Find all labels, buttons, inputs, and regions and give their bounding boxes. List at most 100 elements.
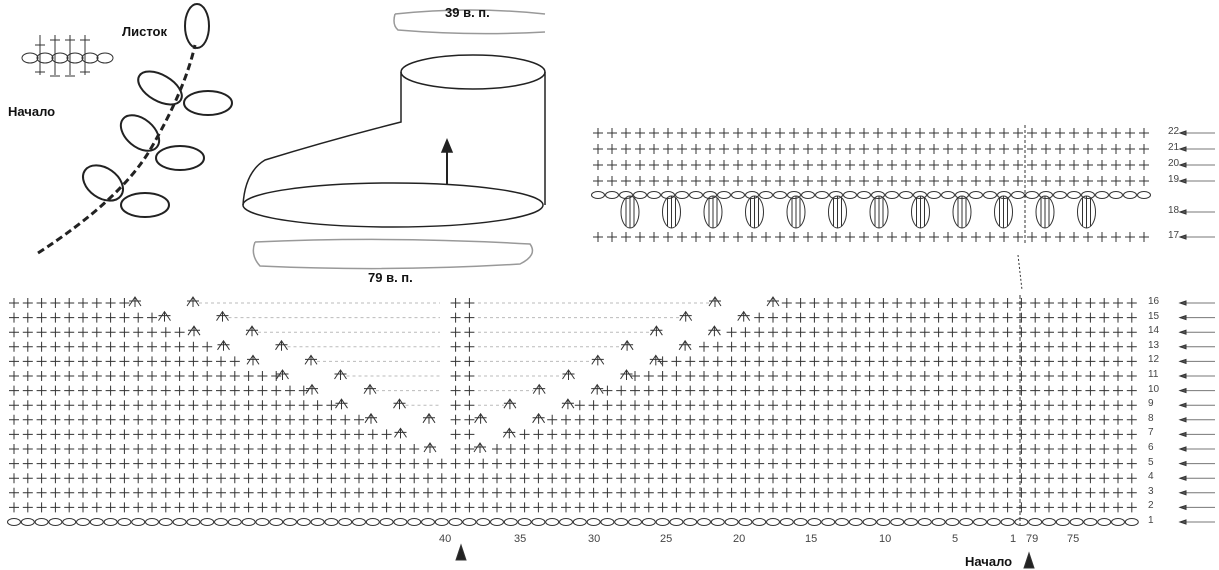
stitch-symbol <box>257 502 268 513</box>
stitch-symbol <box>216 487 226 498</box>
stitch-symbol <box>1099 356 1110 367</box>
stitch-symbol <box>873 160 883 170</box>
stitch-symbol <box>257 473 268 484</box>
stitch-symbol <box>837 429 847 440</box>
column-number: 15 <box>805 533 818 545</box>
stitch-symbol <box>36 458 47 469</box>
stitch-symbol <box>657 371 668 381</box>
stitch-symbol <box>50 385 61 396</box>
stitch-symbol <box>809 429 820 440</box>
stitch-symbol <box>663 128 673 138</box>
stitch-symbol <box>1126 400 1137 411</box>
stitch-symbol <box>202 414 213 425</box>
stitch-symbol <box>657 414 668 425</box>
column-number: 75 <box>1067 533 1080 545</box>
stitch-symbol <box>789 232 799 242</box>
stitch-symbol <box>781 341 792 352</box>
stitch-symbol <box>885 191 899 199</box>
stitch-symbol <box>188 341 199 352</box>
stitch-symbol <box>91 400 102 411</box>
stitch-symbol <box>768 429 778 440</box>
stitch-symbol <box>988 414 999 425</box>
stitch-symbol <box>365 518 380 526</box>
stitch-symbol <box>187 325 201 337</box>
stitch-symbol <box>105 312 116 323</box>
stitch-symbol <box>1085 356 1096 367</box>
stitch-symbol <box>708 296 722 307</box>
stitch-symbol <box>850 444 861 454</box>
stitch-symbol <box>133 444 144 454</box>
stitch-symbol <box>1111 518 1125 526</box>
stitch-symbol <box>791 196 801 228</box>
stitch-symbol <box>643 371 654 381</box>
stitch-symbol <box>91 502 102 513</box>
stitch-symbol <box>241 518 256 526</box>
stitch-symbol <box>890 518 905 526</box>
stitch-symbol <box>733 232 743 242</box>
stitch-symbol <box>1002 502 1013 513</box>
stitch-symbol <box>1113 473 1123 484</box>
stitch-symbol <box>1030 341 1041 352</box>
stitch-symbol <box>147 371 157 381</box>
column-number: 5 <box>952 533 959 545</box>
stitch-symbol <box>901 128 911 138</box>
stitch-symbol <box>1000 518 1015 526</box>
stitch-symbol <box>188 385 199 396</box>
stitch-symbol <box>685 371 696 381</box>
stitch-symbol <box>752 518 767 526</box>
stitch-symbol <box>919 473 930 484</box>
stitch-symbol <box>892 487 903 498</box>
stitch-symbol <box>367 502 378 513</box>
stitch-symbol <box>859 144 869 154</box>
stitch-symbol <box>643 458 654 469</box>
stitch-symbol <box>119 341 130 352</box>
stitch-symbol <box>892 414 903 425</box>
stitch-symbol <box>1002 341 1013 352</box>
stitch-symbol <box>450 458 461 469</box>
stitch-symbol <box>864 458 875 469</box>
stitch-symbol <box>464 473 475 484</box>
stitch-symbol <box>64 400 75 411</box>
stitch-symbol <box>1097 176 1107 186</box>
stitch-symbol <box>1030 298 1041 308</box>
stitch-symbol <box>795 356 806 367</box>
stitch-symbol <box>754 327 765 338</box>
stitch-symbol <box>768 487 778 498</box>
stitch-symbol <box>817 232 827 242</box>
stitch-symbol <box>740 341 751 352</box>
stitch-symbol <box>174 327 185 338</box>
stitch-symbol <box>602 502 613 513</box>
stitch-symbol <box>809 341 820 352</box>
stitch-symbol <box>133 429 144 440</box>
stitch-symbol <box>271 473 282 484</box>
stitch-symbol <box>216 429 226 440</box>
stitch-symbol <box>988 400 999 411</box>
stitch-symbol <box>699 356 709 367</box>
stitch-symbol <box>878 327 889 338</box>
stitch-symbol <box>1099 473 1110 484</box>
stitch-symbol <box>448 518 463 526</box>
stitch-symbol <box>64 327 75 338</box>
stitch-symbol <box>588 473 599 484</box>
stitch-symbol <box>285 385 295 396</box>
stitch-symbol <box>754 444 765 454</box>
stitch-symbol <box>961 312 972 323</box>
stitch-symbol <box>671 356 682 367</box>
stitch-symbol <box>1126 385 1137 396</box>
stitch-symbol <box>1055 176 1065 186</box>
stitch-symbol <box>517 518 532 526</box>
stitch-symbol <box>1085 400 1096 411</box>
stitch-symbol <box>50 327 61 338</box>
stitch-symbol <box>1044 502 1054 513</box>
stitch-symbol <box>354 429 364 440</box>
stitch-symbol <box>285 487 295 498</box>
stitch-symbol <box>775 176 785 186</box>
stitch-symbol <box>1097 518 1112 526</box>
stitch-symbol <box>754 341 765 352</box>
stitch-symbol <box>933 327 944 338</box>
stitch-symbol <box>340 487 351 498</box>
stitch-symbol <box>76 518 90 526</box>
stitch-symbol <box>1013 144 1023 154</box>
stitch-symbol <box>971 144 981 154</box>
stitch-symbol <box>933 298 944 308</box>
